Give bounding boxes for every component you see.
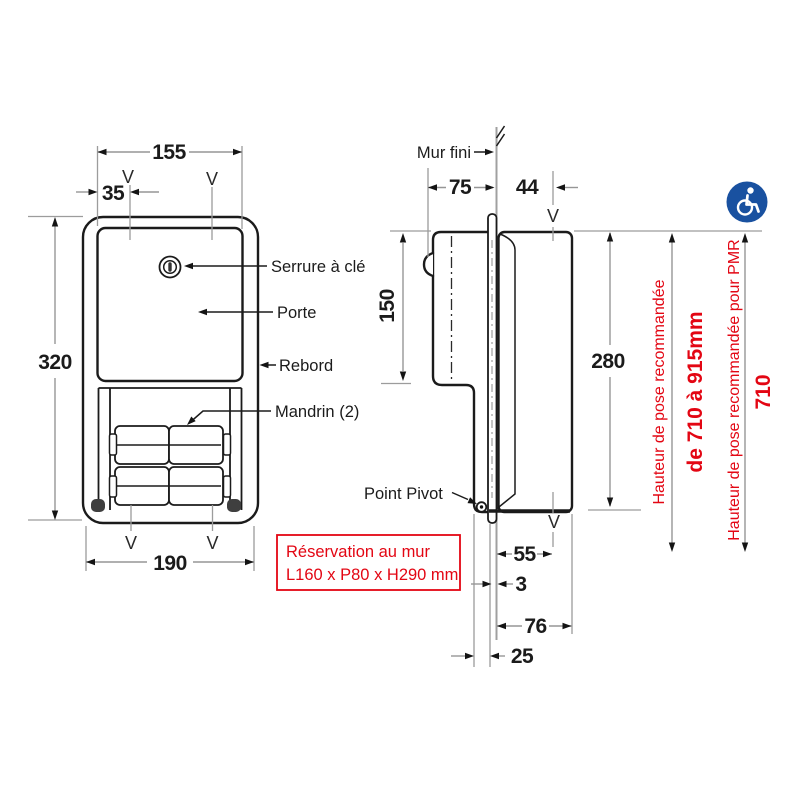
pmr-height-label: Hauteur de pose recommandée pour PMR (726, 239, 743, 541)
pmr-height-value: 710 (752, 374, 775, 409)
front-callouts: Serrure à clé Porte Rebord Mandrin (2) (184, 258, 365, 425)
dim-body-height: 320 (38, 351, 72, 374)
recommended-height-value: de 710 à 915mm (684, 311, 707, 472)
mounting-height-notes: Hauteur de pose recommandée de 710 à 915… (651, 233, 775, 552)
fixing-mark-side-bottom: V (548, 512, 560, 532)
dim-recess-height: 150 (376, 289, 399, 323)
fixing-mark-bottom-right: V (206, 533, 218, 553)
dim-fixing-offset: 35 (102, 182, 125, 205)
label-spindle: Mandrin (2) (275, 403, 359, 421)
side-view (422, 125, 574, 640)
dim-door-width: 155 (152, 141, 186, 164)
label-door: Porte (277, 304, 316, 322)
dim-behind-wall: 25 (511, 645, 534, 668)
side-door-panel (497, 230, 574, 514)
label-pivot: Point Pivot (364, 485, 443, 503)
door-inner-face (496, 233, 516, 510)
reservation-note: Réservation au mur L160 x P80 x H290 mm (276, 534, 461, 591)
fixing-mark-top-right: V (206, 169, 218, 189)
dim-wall-gap: 3 (515, 573, 526, 596)
key-lock (158, 255, 182, 279)
right-hinge-foot (227, 499, 241, 512)
dim-bottom-fixing: 55 (513, 543, 536, 566)
side-dimensions: Mur fini 75 44 V 150 280 V (364, 144, 762, 668)
dim-door-height: 280 (591, 350, 625, 373)
reservation-box (276, 534, 461, 591)
front-view (81, 215, 260, 525)
label-lock: Serrure à clé (271, 258, 365, 276)
dim-body-width: 190 (153, 552, 187, 575)
paper-rolls (108, 425, 232, 506)
fixing-mark-side-top: V (547, 206, 559, 226)
dim-recess-depth: 75 (449, 176, 472, 199)
front-dimensions: 155 35 320 190 V V V V (28, 141, 255, 575)
left-hinge-foot (91, 499, 105, 512)
reservation-line2: L160 x P80 x H290 mm (286, 566, 458, 584)
front-door-outline (96, 226, 244, 383)
wheelchair-accessibility-icon (726, 181, 768, 223)
fixing-mark-top-left: V (122, 167, 134, 187)
dim-projection: 76 (524, 615, 546, 638)
reservation-line1: Réservation au mur (286, 543, 430, 561)
label-wall: Mur fini (417, 144, 471, 162)
fixing-mark-bottom-left: V (125, 533, 137, 553)
label-edge: Rebord (279, 357, 333, 375)
dim-top-fixing: 44 (516, 176, 539, 199)
recessed-housing (431, 230, 496, 514)
recommended-height-label: Hauteur de pose recommandée (651, 279, 668, 504)
